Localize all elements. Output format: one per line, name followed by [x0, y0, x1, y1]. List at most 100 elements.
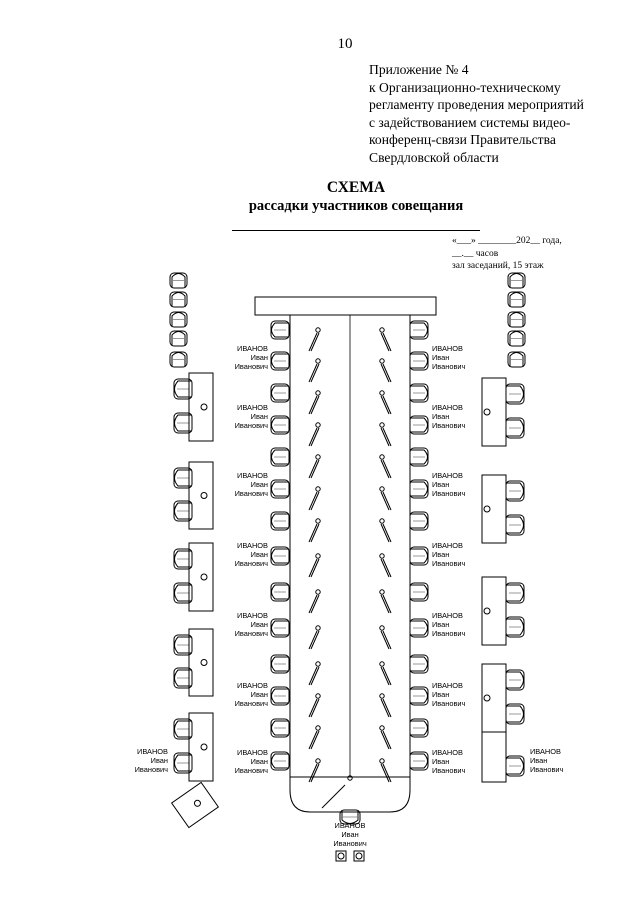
microphone-stem	[310, 523, 320, 543]
chair-icon	[409, 383, 429, 403]
chair-back	[171, 352, 186, 367]
participant-name-line: Иванович	[432, 559, 466, 568]
microphone-icon	[379, 625, 392, 650]
chair-icon	[169, 311, 188, 328]
chair-back	[171, 292, 186, 307]
participant-name-line: Иванович	[135, 765, 169, 774]
chair-back	[506, 385, 524, 403]
chair-back	[271, 753, 289, 769]
microphone-stem	[382, 395, 392, 415]
microphone-stem	[380, 730, 390, 750]
microphone-stem	[382, 594, 392, 614]
chair-back	[410, 656, 428, 672]
chair-icon	[270, 383, 290, 403]
microphone-head	[315, 758, 321, 764]
chair-icon	[409, 654, 429, 674]
chair-back	[271, 353, 289, 369]
desk	[188, 712, 214, 782]
appendix-line: конференц-связи Правительства	[369, 132, 556, 148]
microphone-stem	[382, 630, 392, 650]
microphone-stem	[310, 666, 320, 686]
microphone-icon	[308, 454, 321, 479]
chair-icon	[507, 291, 526, 308]
camera-lens	[337, 852, 345, 860]
chair-back	[506, 705, 524, 723]
chair-icon	[505, 417, 525, 439]
microphone-stem	[308, 363, 318, 383]
chair-icon	[173, 718, 193, 740]
appendix-line: регламенту проведения мероприятий	[369, 97, 584, 113]
desk	[188, 542, 214, 612]
chair-marker-end	[321, 784, 346, 809]
microphone-stem	[308, 332, 318, 352]
microphone-icon	[308, 327, 321, 352]
participant-name-line: ИВАНОВ	[432, 611, 463, 620]
chair-icon	[173, 467, 193, 489]
microphone-stem	[310, 763, 320, 783]
microphone-icon	[308, 625, 321, 650]
chair-icon	[409, 546, 429, 566]
chair-back	[271, 481, 289, 497]
microphone-stem	[308, 698, 318, 718]
microphone-head	[200, 743, 208, 751]
participant-name-line: Иван	[251, 353, 268, 362]
microphone-stem	[308, 427, 318, 447]
participant-name-line: Иван	[530, 756, 547, 765]
participant-name-line: ИВАНОВ	[237, 541, 268, 550]
chair-icon	[505, 755, 525, 777]
chair-icon	[339, 809, 361, 825]
microphone-stem	[380, 427, 390, 447]
chair-back	[174, 502, 192, 520]
chair-icon	[507, 330, 526, 347]
microphone-head	[379, 589, 385, 595]
participant-name-line: Иванович	[432, 699, 466, 708]
desk	[481, 576, 507, 646]
microphone-stem	[310, 594, 320, 614]
participant-name-line: ИВАНОВ	[237, 681, 268, 690]
participant-name-line: Иванович	[432, 629, 466, 638]
microphone-head	[315, 693, 321, 699]
microphone-icon	[308, 553, 321, 578]
microphone-stem	[380, 666, 390, 686]
microphone-icon	[379, 589, 392, 614]
date-line: «___» ________202__ года,	[452, 236, 562, 246]
microphone-head	[379, 661, 385, 667]
chair-back	[174, 380, 192, 398]
chair-back	[410, 449, 428, 465]
chair-back	[174, 636, 192, 654]
chair-icon	[270, 415, 290, 435]
participant-name-line: Иван	[251, 620, 268, 629]
participant-name-line: Иван	[151, 756, 168, 765]
chair-back	[410, 584, 428, 600]
chair-icon	[270, 718, 290, 738]
chair-icon	[270, 654, 290, 674]
chair-back	[271, 548, 289, 564]
chair-back	[410, 548, 428, 564]
chair-icon	[173, 667, 193, 689]
microphone-stem	[308, 730, 318, 750]
participant-name-line: Иванович	[235, 421, 269, 430]
chair-icon	[173, 412, 193, 434]
microphone-stem	[380, 594, 390, 614]
chair-back	[509, 292, 524, 307]
camera-icon	[335, 850, 347, 862]
participant-name-line: Иванович	[235, 489, 269, 498]
chair-back	[271, 620, 289, 636]
chair-back	[506, 419, 524, 437]
chair-icon	[173, 500, 193, 522]
participant-name-line: ИВАНОВ	[530, 747, 561, 756]
microphone-stem	[310, 730, 320, 750]
microphone-stem	[382, 558, 392, 578]
microphone-stem	[308, 459, 318, 479]
microphone-icon	[379, 486, 392, 511]
microphone-icon	[379, 422, 392, 447]
microphone-head	[315, 358, 321, 364]
chair-icon	[270, 618, 290, 638]
appendix-line: Приложение № 4	[369, 62, 469, 77]
chair-back	[410, 385, 428, 401]
